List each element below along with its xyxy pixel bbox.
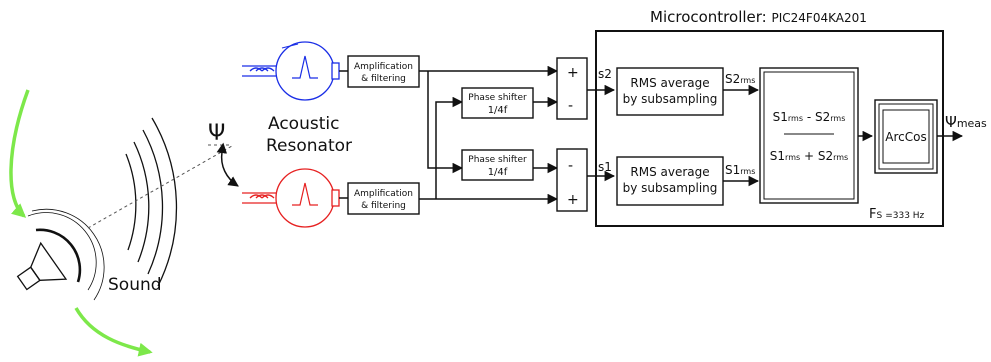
s2-label: s2 [598,67,612,81]
svg-text:by subsampling: by subsampling [623,92,718,106]
microcontroller-box [595,30,944,227]
phase-shifter-bottom: Phase shifter 1/4f [461,149,534,181]
signal-wires [419,65,559,205]
psi-meas-output: Ψmeas [945,113,987,131]
svg-text:RMS average: RMS average [630,76,709,90]
summer-bottom: - + [556,148,588,212]
phase-shifter-top: Phase shifter 1/4f [461,87,534,119]
resonator-top [242,41,340,101]
s1-label: s1 [598,160,612,174]
loudspeaker-icon [16,241,68,291]
microcontroller-title: Microcontroller: PIC24F04KA201 [650,8,867,26]
svg-text:Phase shifter: Phase shifter [468,155,527,165]
sampling-frequency: FS=333 Hz [869,207,925,222]
sound-axis-line [87,145,233,229]
s1rms-label: S1rms [725,163,755,177]
resonator-bottom [242,168,340,228]
sound-label: Sound [108,275,162,295]
svg-text:ArcCos: ArcCos [885,130,926,144]
ratio-block: S1rms - S2rms S1rms + S2rms [759,67,859,204]
acoustic-label: Acoustic [268,114,339,134]
resonator-label: Resonator [266,136,352,156]
svg-text:Phase shifter: Phase shifter [468,93,527,103]
sound-waves [27,117,178,301]
rotation-arrow-down [74,307,153,357]
ratio-denominator: S1rms + S2rms [770,149,848,163]
svg-text:& filtering: & filtering [361,74,406,84]
summer-top: + - [556,57,588,120]
svg-text:by subsampling: by subsampling [623,181,718,195]
svg-text:Amplification: Amplification [354,62,413,72]
sound-source: Ψ Sound [9,89,239,357]
amp-block-top: Amplification & filtering [339,55,420,88]
amp-block-bottom: Amplification & filtering [339,182,420,215]
arccos-block: ArcCos [874,99,938,174]
rotation-arrow-up [9,89,30,218]
svg-text:-: - [568,98,573,114]
svg-text:Amplification: Amplification [354,189,413,199]
ratio-numerator: S1rms - S2rms [773,110,846,124]
svg-text:+: + [567,65,579,81]
svg-text:1/4f: 1/4f [488,167,508,178]
rms-block-bottom: RMS average by subsampling [616,156,724,206]
rms-block-top: RMS average by subsampling [616,67,724,116]
svg-text:RMS average: RMS average [630,165,709,179]
svg-text:-: - [568,158,573,174]
svg-text:1/4f: 1/4f [488,105,508,116]
psi-label: Ψ [208,121,225,146]
s2rms-label: S2rms [725,72,755,86]
angle-arc [216,142,239,187]
svg-text:& filtering: & filtering [361,201,406,211]
svg-text:+: + [567,192,579,208]
